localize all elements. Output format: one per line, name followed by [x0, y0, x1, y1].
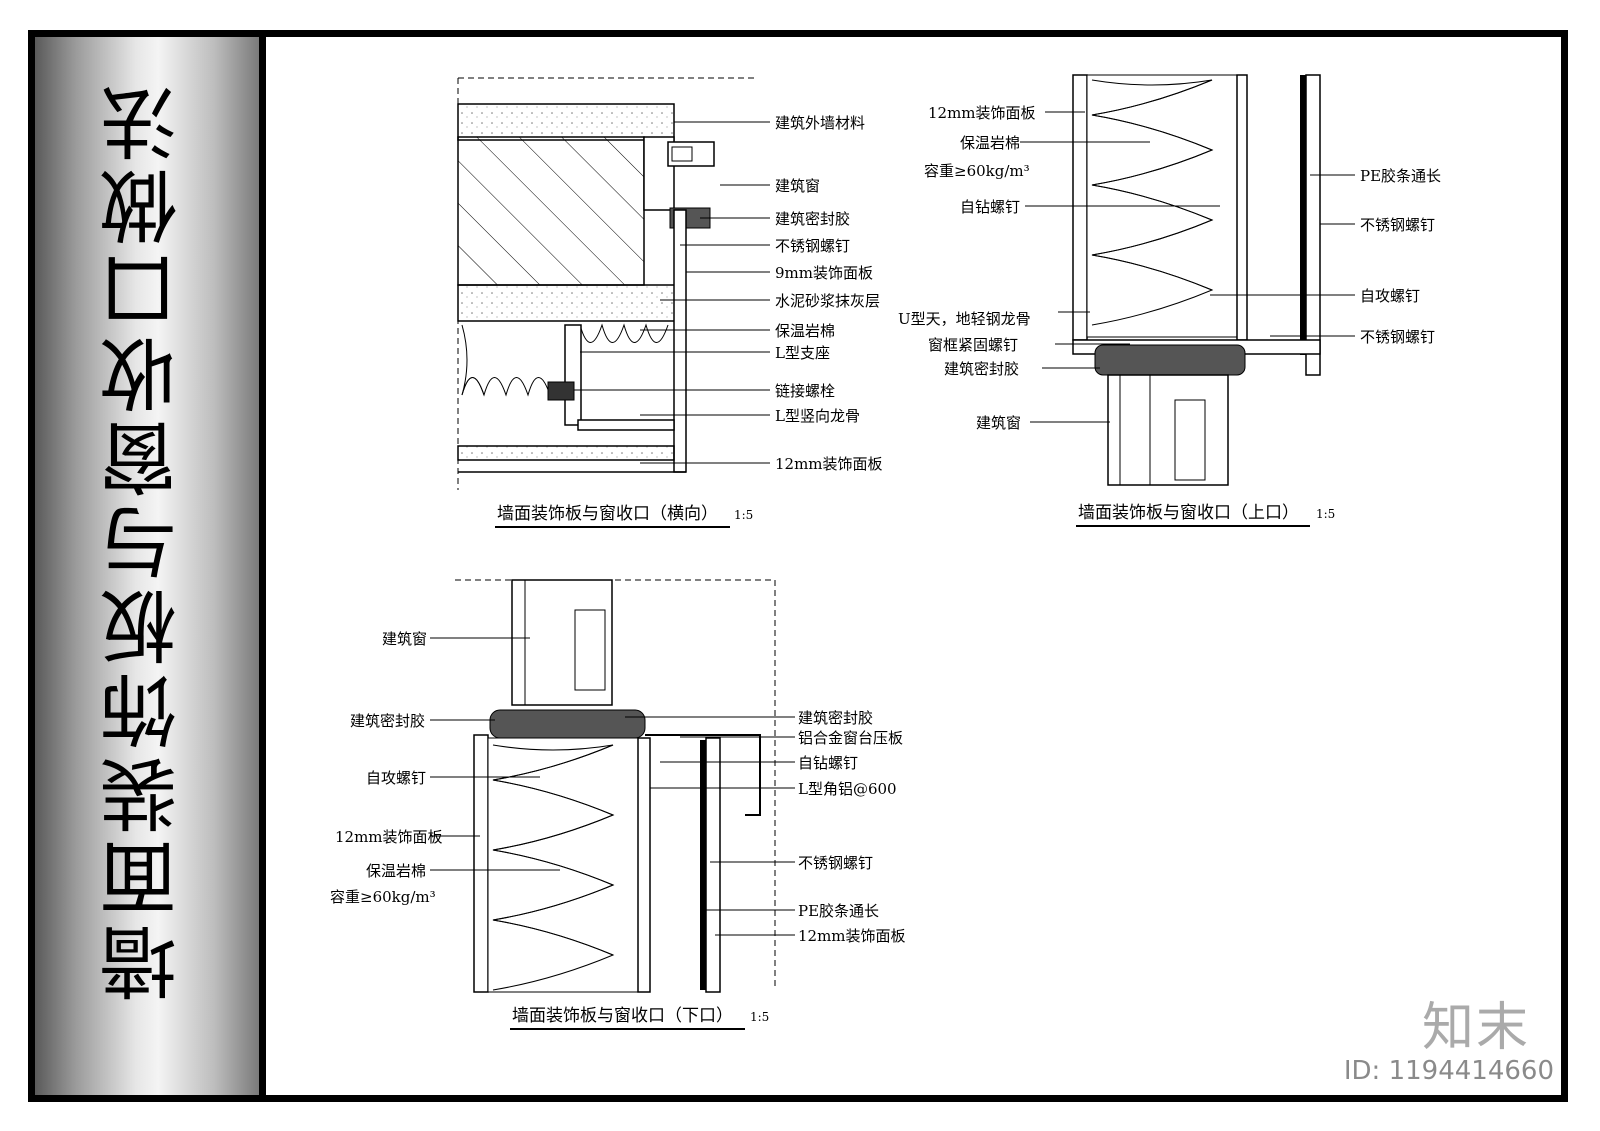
bottom-label-rock-wool: 保温岩棉	[366, 862, 426, 880]
top-label-rock-wool: 保温岩棉	[960, 134, 1020, 152]
top-label-frame-screw: 窗框紧固螺钉	[928, 336, 1018, 354]
watermark-logo: 知末	[1421, 998, 1530, 1058]
detail-horizontal: 建筑外墙材料 建筑窗 建筑密封胶 不锈钢螺钉 9mm装饰面板 水泥砂浆抹灰层 保…	[457, 77, 883, 528]
top-label-self-drilling-screw: 自钻螺钉	[960, 198, 1020, 216]
scale-top: 1:5	[1316, 507, 1335, 521]
bottom-label-self-tapping-screw: 自攻螺钉	[366, 769, 426, 787]
bottom-label-window: 建筑窗	[382, 630, 427, 648]
bottom-label-12mm-panel: 12mm装饰面板	[335, 828, 443, 846]
label-9mm-panel: 9mm装饰面板	[775, 264, 873, 282]
title-sidebar	[35, 37, 259, 1095]
bottom-label-12mm-panel-right: 12mm装饰面板	[798, 927, 906, 945]
label-l-bracket: L型支座	[775, 344, 830, 362]
label-exterior-wall-material: 建筑外墙材料	[775, 114, 865, 132]
scale-bottom: 1:5	[750, 1010, 769, 1024]
top-label-sealant: 建筑密封胶	[944, 360, 1019, 378]
label-l-vertical-keel: L型竖向龙骨	[775, 407, 860, 425]
label-stainless-screw: 不锈钢螺钉	[775, 237, 850, 255]
top-label-stainless-screw-2: 不锈钢螺钉	[1360, 328, 1435, 346]
sidebar-divider	[259, 37, 266, 1095]
top-label-pe-strip: PE胶条通长	[1360, 167, 1441, 185]
label-mortar-layer: 水泥砂浆抹灰层	[775, 292, 880, 310]
bottom-label-angle-aluminum: L型角铝@600	[798, 780, 897, 798]
bottom-label-sealant-right: 建筑密封胶	[798, 709, 873, 727]
label-sealant: 建筑密封胶	[775, 210, 850, 228]
top-label-density: 容重≥60kg/m³	[924, 162, 1030, 180]
top-label-self-tapping-screw: 自攻螺钉	[1360, 287, 1420, 305]
caption-bottom: 墙面装饰板与窗收口（下口）	[512, 1006, 733, 1026]
top-label-stainless-screw: 不锈钢螺钉	[1360, 216, 1435, 234]
label-rock-wool: 保温岩棉	[775, 322, 835, 340]
label-12mm-panel: 12mm装饰面板	[775, 455, 883, 473]
bottom-label-pe-strip: PE胶条通长	[798, 902, 879, 920]
top-label-window: 建筑窗	[976, 414, 1021, 432]
top-label-12mm-panel: 12mm装饰面板	[928, 104, 1036, 122]
caption-horizontal: 墙面装饰板与窗收口（横向）	[497, 504, 718, 524]
detail-bottom: 建筑窗 建筑密封胶 自攻螺钉 12mm装饰面板 保温岩棉 容重≥60kg/m³ …	[330, 579, 906, 1030]
bottom-label-sealant: 建筑密封胶	[350, 712, 425, 730]
bottom-label-sill-plate: 铝合金窗台压板	[798, 729, 903, 747]
top-label-u-keel: U型天，地轻钢龙骨	[898, 310, 1031, 328]
scale-horizontal: 1:5	[734, 508, 753, 522]
detail-top: 12mm装饰面板 保温岩棉 容重≥60kg/m³ 自钻螺钉 U型天，地轻钢龙骨 …	[898, 74, 1441, 527]
watermark-id: ID: 1194414660	[1343, 1056, 1554, 1086]
bottom-label-density: 容重≥60kg/m³	[330, 888, 436, 906]
bottom-label-self-drilling-screw: 自钻螺钉	[798, 754, 858, 772]
label-connecting-bolt: 链接螺栓	[775, 382, 835, 400]
label-window: 建筑窗	[775, 177, 820, 195]
caption-top: 墙面装饰板与窗收口（上口）	[1078, 503, 1299, 523]
bottom-label-stainless-screw: 不锈钢螺钉	[798, 854, 873, 872]
